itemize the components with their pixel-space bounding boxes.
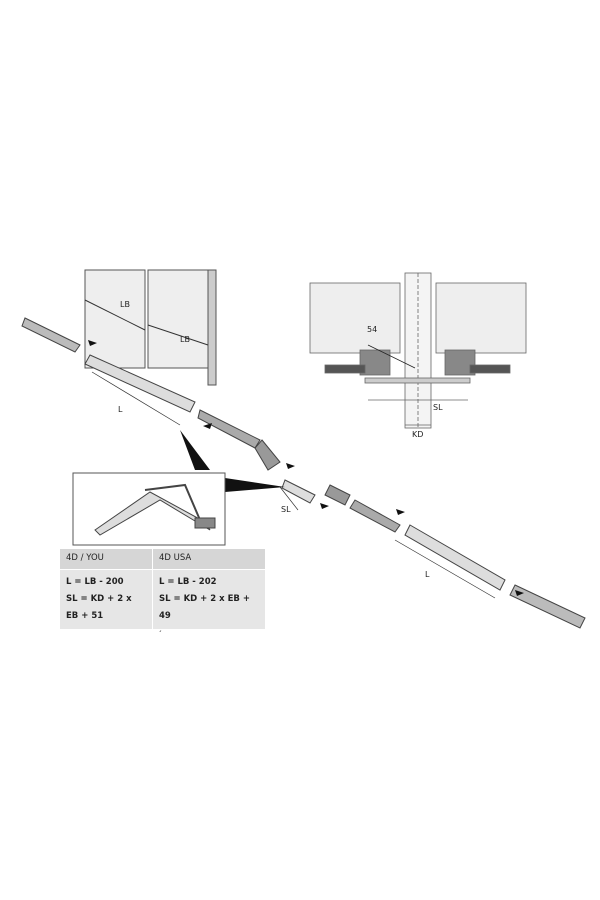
formula-table: 4D / YOU 4D USA L = LB - 200 SL = KD + 2… (59, 548, 266, 630)
saw-callout-box (72, 472, 226, 546)
l-label-left: L (118, 405, 123, 414)
kd-label-detail: KD (412, 430, 423, 439)
formula-cell-4d-you: L = LB - 200 SL = KD + 2 x EB + 51 (59, 569, 153, 630)
dim-54-label: 54 (367, 325, 377, 334)
column-header-4d-you: 4D / YOU (59, 548, 153, 570)
formula-l: L = LB - 202 (159, 577, 217, 587)
sl-label-detail: SL (433, 403, 443, 412)
cabinet-doors (84, 269, 217, 386)
formula-sl: SL = KD + 2 x EB + 49 (159, 594, 250, 621)
direction-arrows (88, 340, 524, 596)
formula-sl: SL = KD + 2 x EB + 51 (66, 594, 132, 621)
lb-label-top: LB (120, 300, 130, 309)
lb-label-bottom: LB (180, 335, 190, 344)
l-label-right: L (425, 570, 430, 579)
svg-text:´: ´ (158, 629, 162, 639)
dimension-lines (91, 371, 496, 599)
sl-label-middle: SL (281, 505, 291, 514)
saw-icon (94, 483, 216, 536)
cross-section-detail (309, 272, 527, 429)
formula-cell-4d-usa: L = LB - 202 SL = KD + 2 x EB + 49 (152, 569, 266, 630)
column-header-4d-usa: 4D USA (152, 548, 266, 570)
formula-l: L = LB - 200 (66, 577, 124, 587)
callout-pointer (180, 430, 210, 470)
rail-assembly (21, 317, 586, 629)
